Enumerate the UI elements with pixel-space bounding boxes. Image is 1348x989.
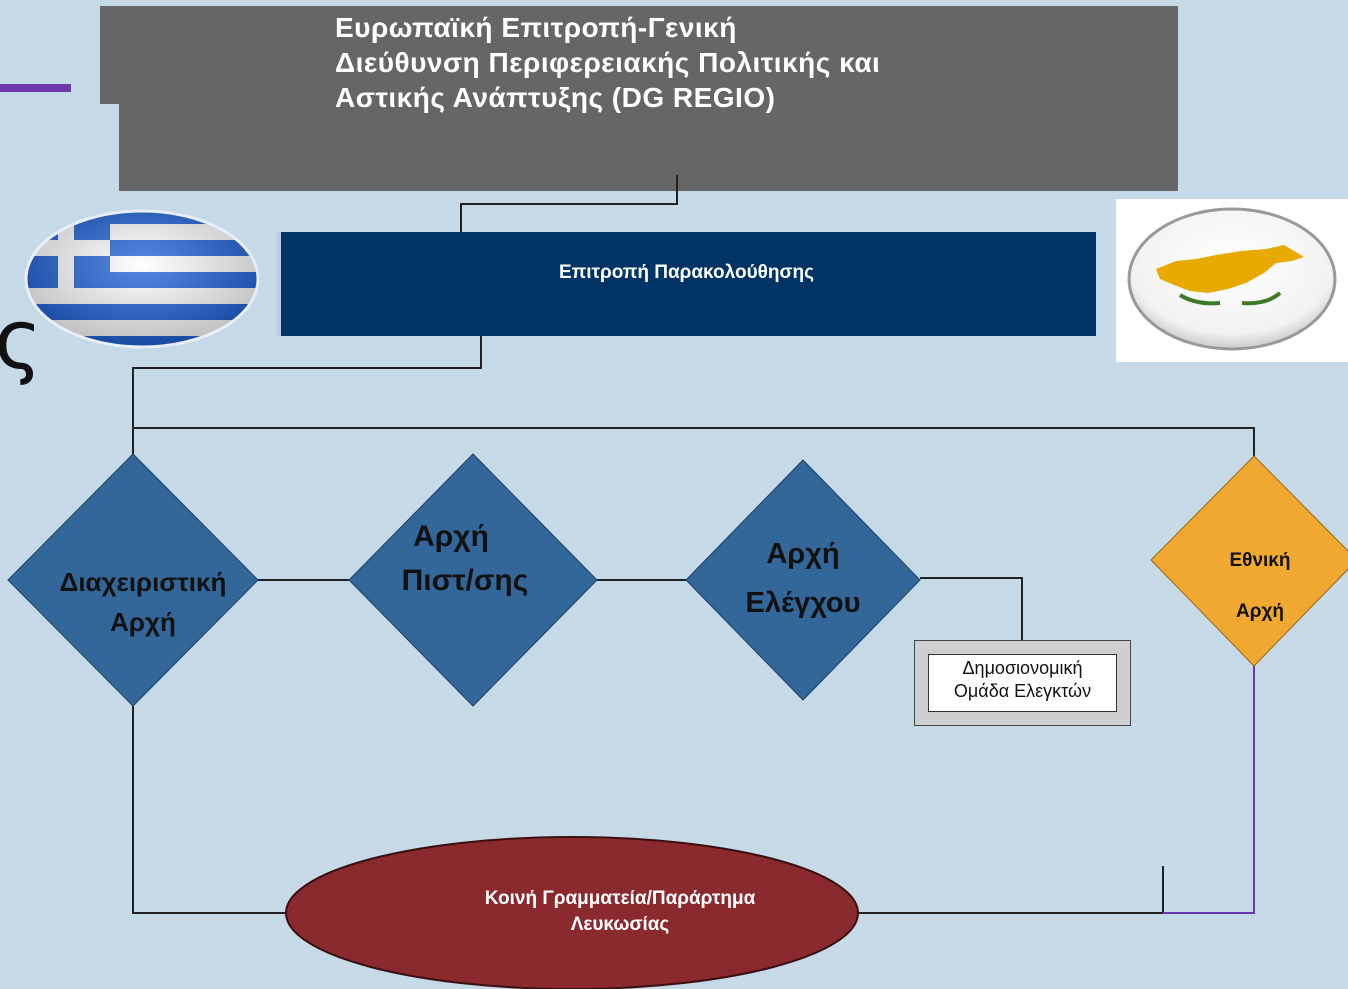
- audit-group-label: Δημοσιονομική Ομάδα Ελεγκτών: [928, 657, 1117, 704]
- monitoring-committee-box: [277, 232, 1096, 336]
- national-authority-line-1: Εθνική: [1229, 550, 1291, 571]
- national-authority-line-2: Αρχή: [1235, 601, 1285, 623]
- audit-authority-line-1: Αρχή: [766, 538, 840, 570]
- dg-line-2: Διεύθυνση Περιφερειακής Πολιτικής και: [335, 47, 881, 78]
- cyprus-flag-panel: [1116, 199, 1348, 362]
- certifying-authority-diamond: [348, 453, 598, 707]
- certifying-authority-line-1: Αρχή: [413, 520, 489, 553]
- audit-authority-diamond: [685, 459, 921, 701]
- national-authority-diamond: [1150, 455, 1348, 667]
- audit-authority-label: Αρχή Ελέγχου: [713, 530, 893, 629]
- dg-regio-label: Ευρωπαϊκή Επιτροπή-Γενική Διεύθυνση Περι…: [335, 10, 1155, 115]
- audit-group-line-1: Δημοσιονομική: [962, 658, 1083, 678]
- monitoring-committee-label: Επιτροπή Παρακολούθησης: [558, 262, 814, 283]
- managing-authority-label: Διαχειριστική Αρχή: [28, 562, 258, 643]
- secretariat-label: Κοινή Γραμματεία/Παράρτημα Λευκωσίας: [380, 886, 860, 937]
- secretariat-line-1: Κοινή Γραμματεία/Παράρτημα: [484, 888, 756, 909]
- dg-line-1: Ευρωπαϊκή Επιτροπή-Γενική: [335, 12, 737, 43]
- cyprus-flag-icon: [1127, 207, 1337, 351]
- national-authority-label: Εθνική Αρχή: [1190, 535, 1330, 638]
- managing-authority-line-2: Αρχή: [110, 607, 176, 638]
- greek-flag-icon: [24, 209, 260, 349]
- certifying-authority-label: Αρχή Πιστ/σης: [370, 515, 560, 602]
- dg-regio-box: [100, 6, 1178, 191]
- dg-box-notch: [100, 104, 119, 194]
- audit-group-line-2: Ομάδα Ελεγκτών: [953, 681, 1092, 702]
- dg-line-3: Αστικής Ανάπτυξης (DG REGIO): [335, 82, 776, 113]
- managing-authority-line-1: Διαχειριστική: [59, 567, 227, 597]
- audit-group-inner: [928, 654, 1117, 712]
- managing-authority-diamond: [7, 453, 259, 707]
- partial-title-glyph: ς: [0, 293, 43, 388]
- secretariat-line-2: Λευκωσίας: [570, 913, 670, 935]
- secretariat-ellipse: [285, 836, 859, 989]
- connector-audit-to-group: [920, 577, 1023, 640]
- connector-national-to-secretariat: [1163, 666, 1255, 914]
- connector-dg-to-monitoring: [460, 175, 678, 232]
- connector-managing-to-secretariat: [132, 706, 300, 914]
- accent-bar: [0, 84, 71, 92]
- connector-top-bus: [133, 427, 1255, 456]
- audit-authority-line-2: Ελέγχου: [745, 587, 861, 620]
- connector-monitoring-to-managing: [132, 336, 482, 458]
- certifying-authority-line-2: Πιστ/σης: [401, 563, 529, 597]
